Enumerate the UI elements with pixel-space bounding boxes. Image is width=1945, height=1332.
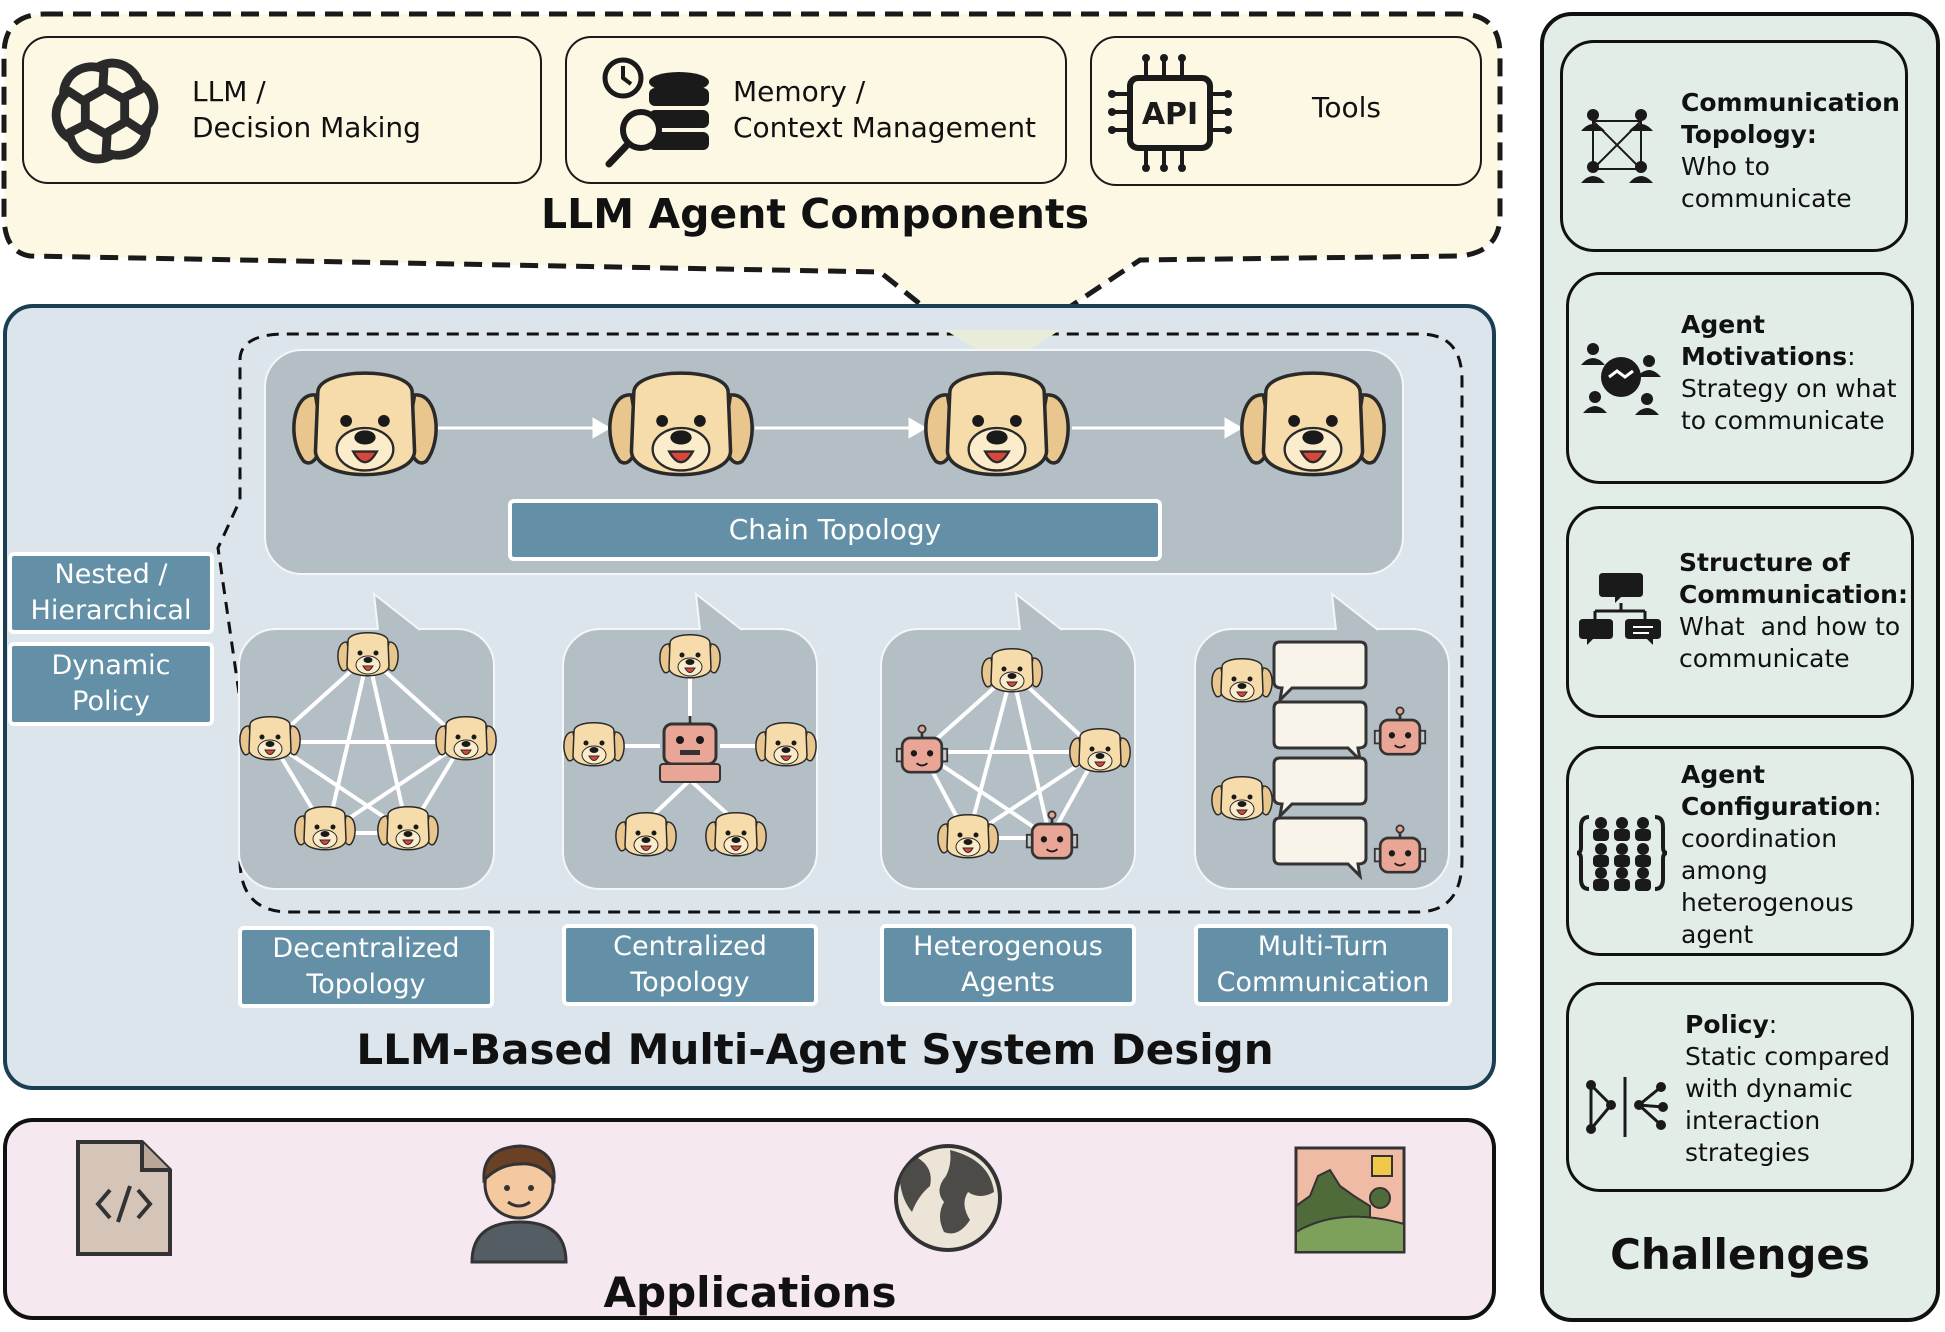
component-line2: Decision Making xyxy=(192,111,421,144)
label-line1: Centralized xyxy=(613,931,767,962)
challenge-line: Who to xyxy=(1681,152,1770,181)
database-search-icon xyxy=(602,57,709,168)
challenge-heading: Configuration: xyxy=(1681,792,1882,821)
challenge-heading: Structure of xyxy=(1679,548,1850,577)
label-line1: Nested / xyxy=(54,559,168,590)
challenge-card-structure: Structure of Communication: What and how… xyxy=(1566,506,1914,718)
applications-panel xyxy=(3,1118,1496,1320)
api-chip-icon: API xyxy=(1108,54,1232,172)
memory-context-box: Memory / Context Management xyxy=(565,36,1067,184)
label-line2: Communication xyxy=(1216,967,1430,998)
challenge-line: interaction xyxy=(1685,1106,1821,1135)
person-avatar-icon xyxy=(470,1144,568,1264)
challenge-line: with dynamic xyxy=(1685,1074,1853,1103)
label-line1: Dynamic xyxy=(51,650,171,681)
label-line2: Policy xyxy=(72,686,150,717)
landscape-image-icon xyxy=(1294,1146,1406,1254)
challenge-line: communicate xyxy=(1681,184,1852,213)
label-line2: Hierarchical xyxy=(30,595,192,626)
challenge-card-configuration: Agent Configuration: coordination among … xyxy=(1566,746,1914,956)
challenge-heading: Communication: xyxy=(1679,580,1908,609)
dynamic-policy-label: Dynamic Policy xyxy=(8,642,214,726)
tools-box: API Tools xyxy=(1090,36,1482,186)
challenge-heading: Agent xyxy=(1681,760,1765,789)
applications-title: Applications xyxy=(603,1268,897,1317)
chat-hierarchy-icon xyxy=(1579,573,1661,645)
challenge-heading: Agent xyxy=(1681,310,1765,339)
challenges-title: Challenges xyxy=(1610,1230,1870,1279)
nested-hierarchical-label: Nested / Hierarchical xyxy=(8,552,214,634)
graph-split-icon xyxy=(1586,1077,1668,1137)
challenge-card-topology: Communication Topology: Who to communica… xyxy=(1560,40,1908,252)
heterogenous-agents-label: Heterogenous Agents xyxy=(880,924,1136,1006)
challenge-line: Strategy on what xyxy=(1681,374,1897,403)
challenge-heading: Motivations: xyxy=(1681,342,1856,371)
label-line2: Topology xyxy=(630,967,750,998)
challenge-line: communicate xyxy=(1679,644,1850,673)
multi-turn-communication-label: Multi-Turn Communication xyxy=(1194,924,1452,1006)
challenge-line: to communicate xyxy=(1681,406,1885,435)
challenge-line: coordination xyxy=(1681,824,1838,853)
llm-decision-box: LLM / Decision Making xyxy=(22,36,542,184)
challenge-card-motivations: Agent Motivations: Strategy on what to c… xyxy=(1566,272,1914,484)
component-line1: Memory / xyxy=(733,75,866,108)
components-title: LLM Agent Components xyxy=(541,190,1089,238)
challenge-heading: Topology: xyxy=(1681,120,1817,149)
label-line2: Topology xyxy=(306,969,426,1000)
challenge-heading: Communication xyxy=(1681,88,1900,117)
component-line2: Context Management xyxy=(733,111,1037,144)
label-line2: Agents xyxy=(961,967,1055,998)
component-line2: Tools xyxy=(1312,91,1381,124)
challenge-line: strategies xyxy=(1685,1138,1810,1167)
component-line1: LLM / xyxy=(192,75,266,108)
challenge-line: What and how to xyxy=(1679,612,1901,641)
handshake-people-icon xyxy=(1581,343,1661,415)
challenge-line: among xyxy=(1681,856,1768,885)
label-line1: Decentralized xyxy=(272,933,460,964)
group-people-icon xyxy=(1577,815,1667,891)
challenge-line: Static compared xyxy=(1685,1042,1890,1071)
challenge-heading: Policy: xyxy=(1685,1010,1778,1039)
chain-topology-label: Chain Topology xyxy=(508,499,1162,561)
network-people-icon xyxy=(1581,109,1653,183)
challenge-line: heterogenous xyxy=(1681,888,1854,917)
centralized-topology-label: Centralized Topology xyxy=(562,924,818,1006)
api-chip-label: API xyxy=(1142,97,1198,132)
code-file-icon xyxy=(76,1140,172,1256)
challenge-line: agent xyxy=(1681,920,1754,949)
central-robot-icon xyxy=(659,716,721,783)
globe-icon xyxy=(894,1144,1002,1252)
label-line1: Multi-Turn xyxy=(1257,931,1389,962)
design-title: LLM-Based Multi-Agent System Design xyxy=(356,1025,1274,1074)
label-line1: Heterogenous xyxy=(913,931,1103,962)
challenge-card-policy: Policy: Static compared with dynamic int… xyxy=(1566,982,1914,1192)
openai-logo-icon xyxy=(51,58,159,164)
decentralized-topology-label: Decentralized Topology xyxy=(238,926,494,1008)
